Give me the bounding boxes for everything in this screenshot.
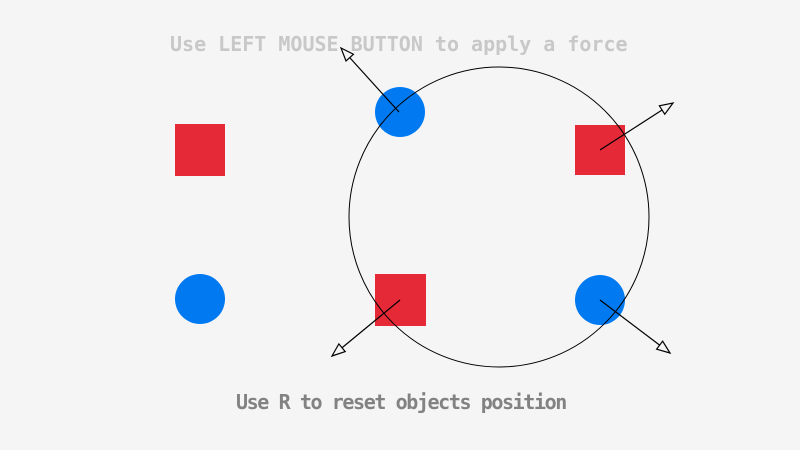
instruction-reset: Use R to reset objects position: [236, 390, 567, 414]
red-square-body[interactable]: [175, 124, 225, 176]
force-arrow-head: [655, 340, 672, 355]
force-arrow-shaft: [341, 299, 401, 349]
boundary-circle: [348, 66, 650, 368]
force-arrow-shaft: [599, 299, 660, 346]
instruction-apply-force: Use LEFT MOUSE BUTTON to apply a force: [170, 32, 628, 56]
force-arrow-head: [658, 102, 675, 116]
force-arrow-head: [330, 342, 347, 358]
force-arrow-shaft: [349, 57, 400, 113]
force-arrow-head: [339, 46, 355, 63]
blue-circle-body[interactable]: [175, 274, 225, 324]
red-square-body[interactable]: [375, 274, 426, 326]
force-arrow-shaft: [599, 109, 663, 151]
